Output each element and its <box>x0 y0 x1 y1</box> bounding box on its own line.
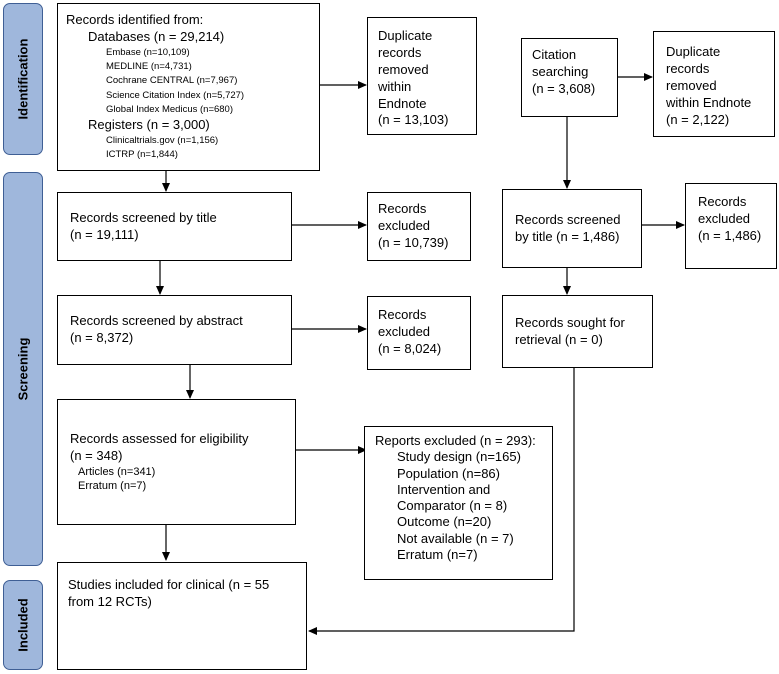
cit-excluded-title-count: (n = 1,486) <box>698 227 762 243</box>
eligibility-box: Records assessed for eligibility (n = 34… <box>57 399 296 525</box>
screened-abstract-box: Records screened by abstract (n = 8,372) <box>57 295 292 365</box>
duplicates-main-line: within <box>378 78 412 94</box>
duplicates-main-line: removed <box>378 61 429 77</box>
cit-excluded-title-line: excluded <box>698 210 751 226</box>
eligibility-line: Records assessed for eligibility <box>70 430 249 446</box>
stage-identification: Identification <box>3 3 43 155</box>
screened-abstract-line: Records screened by abstract <box>70 313 243 329</box>
excluded-abstract-count: (n = 8,024) <box>378 340 442 356</box>
cit-screened-title-count: by title (n = 1,486) <box>515 228 620 244</box>
studies-included-line: Studies included for clinical (n = 55 <box>68 577 270 592</box>
reports-excluded-item: Intervention and <box>397 481 491 497</box>
duplicates-main-line: records <box>378 44 422 60</box>
duplicates-citation-line: within Endnote <box>666 94 752 110</box>
sought-line: Records sought for <box>515 314 625 330</box>
registers-total: Registers (n = 3,000) <box>88 117 210 133</box>
cit-screened-title-box: Records screened by title (n = 1,486) <box>502 189 642 268</box>
reports-excluded-item: Outcome (n=20) <box>397 514 492 530</box>
db-sci: Science Citation Index (n=5,727) <box>106 89 245 101</box>
databases-total: Databases (n = 29,214) <box>88 28 225 44</box>
excluded-abstract-line: excluded <box>378 323 431 339</box>
citation-searching-box: Citation searching (n = 3,608) <box>521 38 618 117</box>
records-identified-box: Records identified from: Databases (n = … <box>57 3 320 171</box>
citation-line: searching <box>532 63 589 79</box>
screened-title-box: Records screened by title (n = 19,111) <box>57 192 292 261</box>
sought-retrieval-box: Records sought for retrieval (n = 0) <box>502 295 653 368</box>
db-embase: Embase (n=10,109) <box>106 46 190 58</box>
reports-excluded-item: Comparator (n = 8) <box>397 498 508 513</box>
duplicates-citation-count: (n = 2,122) <box>666 111 730 127</box>
screened-title-line: Records screened by title <box>70 209 217 225</box>
excluded-abstract-line: Records <box>378 307 427 322</box>
duplicates-citation-line: Duplicate <box>666 44 721 59</box>
excluded-abstract-box: Records excluded (n = 8,024) <box>367 296 471 370</box>
duplicates-citation-line: records removed <box>666 60 717 93</box>
eligibility-erratum: Erratum (n=7) <box>78 479 147 492</box>
studies-included-box: Studies included for clinical (n = 55 fr… <box>57 562 307 670</box>
duplicates-main-line: Duplicate <box>378 28 433 43</box>
reports-excluded-item: Erratum (n=7) <box>397 546 478 562</box>
cit-excluded-title-line: Records <box>698 194 747 209</box>
excluded-title-count: (n = 10,739) <box>378 234 449 250</box>
screened-abstract-count: (n = 8,372) <box>70 330 134 345</box>
excluded-title-line: excluded <box>378 217 431 233</box>
reg-ictrp: ICTRP (n=1,844) <box>106 149 178 161</box>
reports-excluded-item: Not available (n = 7) <box>397 530 514 546</box>
arrow-sought-to-included <box>308 348 575 635</box>
cit-screened-title-line: Records screened <box>515 211 621 227</box>
citation-count: (n = 3,608) <box>532 80 596 96</box>
eligibility-articles: Articles (n=341) <box>78 465 156 478</box>
eligibility-count: (n = 348) <box>70 447 123 463</box>
reports-excluded-item: Population (n=86) <box>397 465 500 481</box>
stage-screening: Screening <box>3 172 43 566</box>
duplicates-main-count: (n = 13,103) <box>378 112 449 128</box>
reports-excluded-item: Study design (n=165) <box>397 449 521 465</box>
db-medline: MEDLINE (n=4,731) <box>106 61 192 73</box>
screened-title-count: (n = 19,111) <box>70 226 139 242</box>
reports-excluded-title: Reports excluded (n = 293): <box>375 433 536 448</box>
stage-included: Included <box>3 580 43 670</box>
db-cochrane: Cochrane CENTRAL (n=7,967) <box>106 75 238 87</box>
cit-excluded-title-box: Records excluded (n = 1,486) <box>685 183 777 269</box>
reports-excluded-box: Reports excluded (n = 293): Study design… <box>364 426 553 580</box>
studies-included-line: from 12 RCTs) <box>68 593 152 609</box>
records-identified-title: Records identified from: <box>66 12 204 27</box>
excluded-title-box: Records excluded (n = 10,739) <box>367 192 471 261</box>
citation-line: Citation <box>532 47 577 62</box>
duplicates-main-box: Duplicate records removed within Endnote… <box>367 17 477 135</box>
db-gim: Global Index Medicus (n=680) <box>106 103 234 115</box>
excluded-title-line: Records <box>378 201 427 216</box>
duplicates-citation-box: Duplicate records removed within Endnote… <box>653 31 775 137</box>
sought-count: retrieval (n = 0) <box>515 331 603 347</box>
reg-clinicaltrials: Clinicaltrials.gov (n=1,156) <box>106 134 219 146</box>
duplicates-main-line: Endnote <box>378 95 427 111</box>
